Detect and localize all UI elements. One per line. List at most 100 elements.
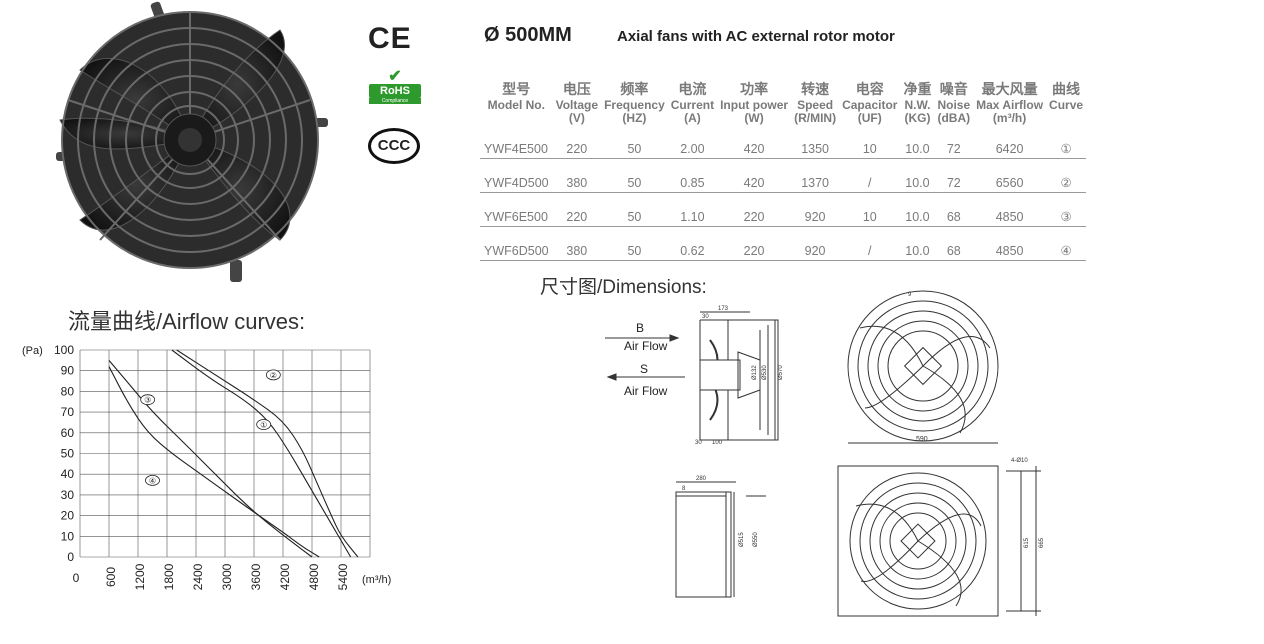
x-tick-label: 2400	[191, 563, 205, 590]
y-tick-label: 50	[61, 447, 75, 461]
flow-b-label: B	[636, 321, 644, 335]
table-cell: 50	[601, 158, 668, 193]
series-line	[176, 349, 359, 558]
table-cell: 420	[717, 125, 792, 159]
svg-text:30: 30	[702, 314, 709, 320]
flow-b-text: Air Flow	[624, 339, 668, 353]
table-cell: 68	[934, 192, 974, 227]
check-icon: ✔	[388, 68, 402, 85]
y-tick-label: 10	[61, 529, 75, 543]
table-cell: YWF4D500	[480, 158, 553, 193]
table-cell: 6420	[973, 125, 1047, 159]
table-cell: 220	[552, 192, 602, 227]
table-cell: 4850	[973, 192, 1047, 227]
x-zero-label: 0	[73, 571, 80, 585]
table-cell: ②	[1046, 158, 1087, 193]
front-view-drawing: 9 590	[847, 290, 999, 444]
airflow-title: 流量曲线/Airflow curves:	[68, 309, 306, 334]
depth-view-drawing: 280 8 Ø515 Ø550	[675, 476, 766, 598]
table-cell: 50	[601, 125, 668, 159]
svg-text:Ø132: Ø132	[752, 365, 758, 380]
table-cell: 1370	[791, 158, 840, 193]
y-tick-label: 100	[54, 343, 74, 357]
x-tick-label: 4200	[278, 563, 292, 590]
ccc-mark: CCC	[368, 128, 420, 164]
svg-text:Ø570: Ø570	[778, 365, 784, 380]
product-title: Ø 500MM	[484, 24, 572, 46]
product-subtitle: Axial fans with AC external rotor motor	[617, 28, 895, 45]
y-axis-label: (Pa)	[22, 345, 43, 357]
table-cell: 420	[717, 158, 792, 193]
table-cell: 220	[552, 125, 602, 159]
fan-photo	[56, 1, 328, 282]
table-cell: 72	[934, 158, 974, 193]
svg-text:590: 590	[916, 436, 928, 443]
curve-label-marker	[256, 419, 272, 430]
table-cell: 68	[934, 226, 974, 261]
x-tick-label: 600	[104, 567, 118, 587]
dimensions-title: 尺寸图/Dimensions:	[540, 277, 707, 298]
table-cell: 1.10	[667, 192, 718, 227]
table-cell: 2.00	[667, 125, 718, 159]
table-cell: ③	[1046, 192, 1087, 227]
y-tick-label: 30	[61, 488, 75, 502]
table-cell: 10	[839, 125, 901, 159]
flow-s-label: S	[640, 362, 648, 376]
table-cell: 10.0	[900, 158, 935, 193]
y-tick-label: 80	[61, 384, 75, 398]
y-tick-label: 70	[61, 405, 75, 419]
x-tick-label: 1800	[162, 563, 176, 590]
table-cell: 380	[552, 158, 602, 193]
svg-text:615: 615	[1024, 537, 1030, 548]
rohs-badge: ✔ RoHS Compliance	[369, 68, 421, 104]
svg-text:30: 30	[695, 440, 702, 446]
svg-text:4-Ø10: 4-Ø10	[1011, 458, 1028, 464]
y-tick-label: 20	[61, 509, 75, 523]
table-cell: 220	[717, 192, 792, 227]
svg-text:173: 173	[718, 306, 729, 312]
curve-label: ①	[260, 421, 267, 430]
svg-text:Ø515: Ø515	[739, 532, 745, 547]
plate-view-drawing: 4-Ø10 615 665	[837, 458, 1045, 617]
table-cell: 1350	[791, 125, 840, 159]
curve-label-marker	[140, 394, 156, 406]
x-tick-label: 5400	[336, 563, 350, 590]
series-line	[108, 366, 320, 558]
curve-label: ④	[149, 476, 156, 485]
table-cell: 380	[552, 226, 602, 261]
x-tick-label: 3000	[220, 563, 234, 590]
curve-label-marker	[145, 475, 160, 486]
table-cell: /	[839, 158, 901, 193]
table-cell: 6560	[973, 158, 1047, 193]
svg-text:8: 8	[682, 486, 686, 492]
table-cell: 0.85	[667, 158, 718, 193]
y-tick-label: 40	[61, 467, 75, 481]
x-tick-label: 4800	[307, 563, 321, 590]
table-cell: ④	[1046, 226, 1087, 261]
curve-label-marker	[265, 369, 281, 381]
ce-mark: CE	[368, 22, 412, 55]
table-cell: YWF4E500	[480, 125, 553, 159]
table-cell: 10.0	[900, 125, 935, 159]
svg-text:665: 665	[1039, 537, 1045, 548]
table-cell: 10	[839, 192, 901, 227]
table-cell: 72	[934, 125, 974, 159]
x-axis-label: (m³/h)	[362, 574, 391, 586]
series-line	[108, 359, 313, 558]
y-tick-label: 90	[61, 364, 75, 378]
side-view-drawing: B Air Flow S Air Flow 173 30 30 100 Ø132…	[605, 306, 784, 446]
